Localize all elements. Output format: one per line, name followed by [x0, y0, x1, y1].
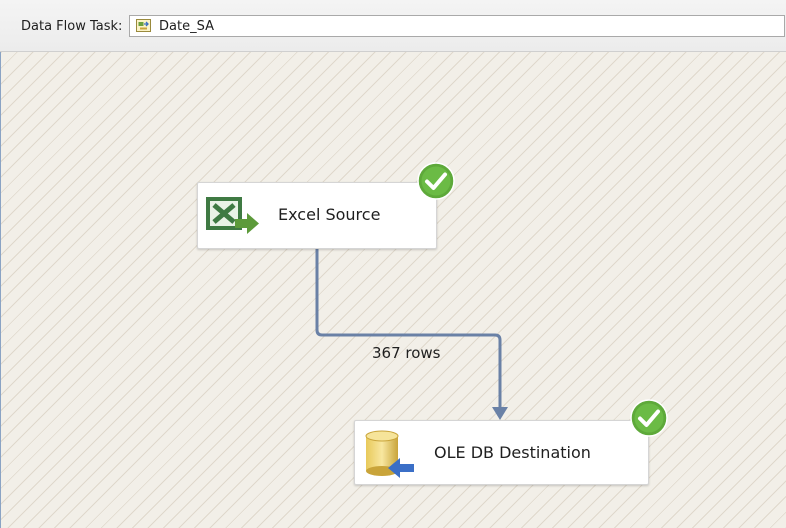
- data-path[interactable]: [1, 52, 786, 528]
- oledb-destination-node[interactable]: OLE DB Destination: [354, 420, 649, 485]
- data-flow-task-icon: [136, 19, 151, 32]
- oledb-destination-success-check-icon: [630, 399, 668, 437]
- oledb-destination-label: OLE DB Destination: [434, 443, 591, 462]
- data-flow-task-value: Date_SA: [159, 19, 214, 34]
- design-canvas[interactable]: 367 rows Excel Source: [0, 52, 786, 528]
- data-flow-task-select[interactable]: Date_SA: [129, 15, 785, 37]
- toolbar: Data Flow Task: Date_SA: [0, 0, 786, 52]
- excel-source-success-check-icon: [417, 162, 455, 200]
- data-path-row-count: 367 rows: [372, 344, 441, 362]
- excel-source-icon: [206, 197, 259, 234]
- excel-source-label: Excel Source: [278, 205, 381, 224]
- excel-source-node[interactable]: Excel Source: [197, 182, 437, 249]
- oledb-destination-icon: [365, 430, 414, 478]
- data-flow-task-label: Data Flow Task:: [21, 19, 123, 34]
- data-path-arrowhead: [492, 407, 508, 420]
